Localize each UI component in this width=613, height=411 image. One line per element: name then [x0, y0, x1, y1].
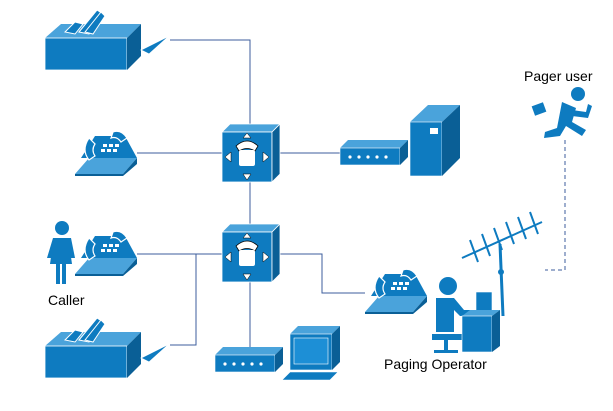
operator-icon	[432, 277, 500, 353]
telephone-icon	[364, 268, 428, 315]
running-pager-user-icon	[531, 87, 592, 138]
line-fax2-switch2	[170, 254, 197, 346]
telephone-icon	[74, 230, 138, 277]
connector-lines	[137, 39, 566, 348]
pbx-switch-icon	[221, 223, 281, 283]
server-icon	[409, 105, 460, 177]
antenna-icon	[461, 211, 543, 317]
telephone-icon	[74, 130, 138, 177]
pbx-switch-icon	[221, 123, 281, 183]
pager-user-label: Pager user	[524, 68, 593, 84]
caller-label: Caller	[48, 292, 85, 308]
person-icon	[47, 221, 75, 284]
computer-icon	[281, 326, 340, 381]
modem-icon	[339, 139, 409, 166]
fax-icon	[44, 9, 170, 71]
line-paging-radio	[545, 140, 566, 271]
modem-icon	[214, 346, 284, 373]
line-switch2-operator-phone	[280, 253, 365, 294]
fax-icon	[44, 317, 170, 379]
paging-operator-label: Paging Operator	[384, 356, 487, 372]
line-fax-switch1	[170, 39, 251, 124]
